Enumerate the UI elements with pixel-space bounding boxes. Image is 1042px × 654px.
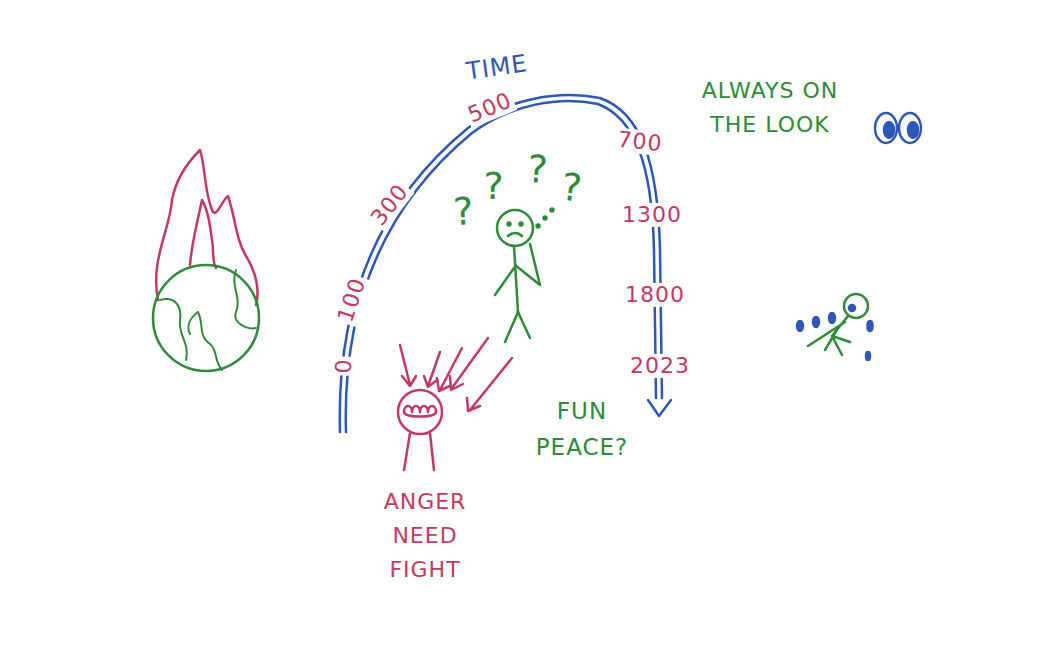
- burning-earth: [153, 150, 259, 371]
- fist: [398, 390, 442, 470]
- arrow: [450, 338, 488, 390]
- motion-dot: [813, 317, 819, 327]
- question-mark: ?: [451, 182, 476, 242]
- tear: [868, 321, 873, 331]
- hope-note: FUN PEACE?: [520, 394, 644, 465]
- eye: [508, 223, 511, 226]
- year-mark: 2023: [628, 354, 692, 378]
- thinking-figure: [495, 209, 554, 343]
- emotion-note: ANGER NEED FIGHT: [369, 485, 481, 587]
- mouth: [508, 233, 522, 236]
- watch-note: ALWAYS ON THE LOOK: [680, 74, 860, 142]
- dot: [551, 209, 554, 212]
- arc-line: [346, 101, 656, 432]
- tear: [866, 352, 870, 360]
- year-mark: 0: [332, 356, 357, 376]
- eye: [875, 113, 897, 143]
- question-mark: ?: [525, 140, 550, 200]
- question-mark: ?: [483, 157, 504, 216]
- arrow: [400, 345, 416, 386]
- arm: [495, 268, 514, 295]
- year-mark: 700: [614, 127, 665, 156]
- knuckles: [404, 406, 436, 417]
- earth-crack: [188, 312, 198, 334]
- running-figure: [797, 294, 873, 360]
- arrow-head: [648, 400, 671, 416]
- leg: [518, 312, 530, 338]
- motion-dot: [797, 321, 803, 331]
- arm: [404, 433, 410, 470]
- dot: [537, 225, 540, 228]
- arm: [515, 244, 540, 285]
- pupil: [908, 122, 918, 138]
- flame-inner: [190, 200, 216, 268]
- eye: [849, 305, 855, 311]
- arm: [430, 433, 434, 470]
- earth-crack: [198, 312, 222, 370]
- motion-dot: [829, 313, 835, 323]
- leg: [505, 312, 518, 342]
- eye: [520, 223, 523, 226]
- arrow: [467, 358, 512, 411]
- arc-line: [340, 95, 662, 432]
- year-mark: 1800: [623, 283, 687, 307]
- dot: [544, 217, 547, 220]
- eye: [899, 113, 921, 143]
- watching-eyes: [875, 113, 921, 143]
- earth-crack: [160, 299, 187, 360]
- flame-outer: [156, 150, 257, 305]
- year-mark: 1300: [620, 203, 684, 227]
- pupil: [884, 122, 894, 138]
- earth: [153, 265, 259, 371]
- body: [514, 246, 518, 312]
- head: [844, 294, 868, 318]
- time-arc: [340, 95, 671, 432]
- question-mark: ?: [558, 158, 585, 219]
- axis-title: TIME: [464, 45, 530, 90]
- head: [497, 210, 533, 246]
- red-arrows: [400, 338, 512, 411]
- fist-outline: [398, 390, 442, 434]
- earth-crack: [234, 270, 256, 328]
- year-mark: 100: [333, 273, 371, 327]
